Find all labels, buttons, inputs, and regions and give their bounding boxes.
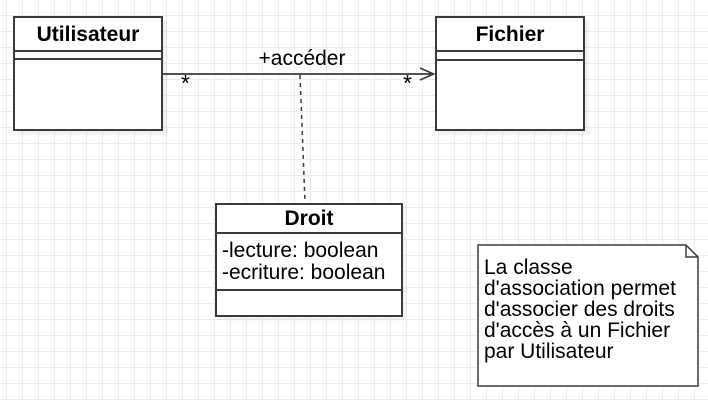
note-shape[interactable]: [477, 244, 699, 387]
class-utilisateur-title: Utilisateur: [15, 18, 161, 52]
note-text: La classe d'association permet d'associe…: [484, 257, 689, 362]
class-fichier-attributes: [437, 52, 583, 61]
class-droit-methods: [217, 291, 401, 315]
class-droit-title: Droit: [217, 205, 401, 234]
note-line: d'association permet: [484, 277, 676, 300]
class-fichier[interactable]: Fichier: [435, 16, 585, 131]
class-fichier-title: Fichier: [437, 18, 583, 52]
note-line: d'accès à un Fichier: [484, 319, 671, 342]
association-label[interactable]: +accéder: [258, 47, 346, 70]
class-utilisateur-attributes: [15, 52, 161, 60]
class-fichier-methods: [437, 61, 583, 129]
class-droit-attribute: -lecture: boolean: [222, 239, 379, 262]
multiplicity-source: *: [181, 70, 190, 96]
class-utilisateur-methods: [15, 60, 161, 129]
association-class-connector[interactable]: [299, 74, 306, 203]
class-utilisateur[interactable]: Utilisateur: [13, 16, 163, 131]
note-line: par Utilisateur: [484, 340, 614, 363]
note-fold-icon: [685, 245, 698, 258]
class-droit[interactable]: Droit -lecture: boolean -ecriture: boole…: [215, 203, 403, 317]
multiplicity-target: *: [403, 70, 412, 96]
note-line: La classe: [484, 256, 573, 279]
note-line: d'associer des droits: [484, 298, 675, 321]
association-arrowhead-icon: [419, 67, 436, 81]
class-droit-attribute: -ecriture: boolean: [222, 261, 386, 284]
